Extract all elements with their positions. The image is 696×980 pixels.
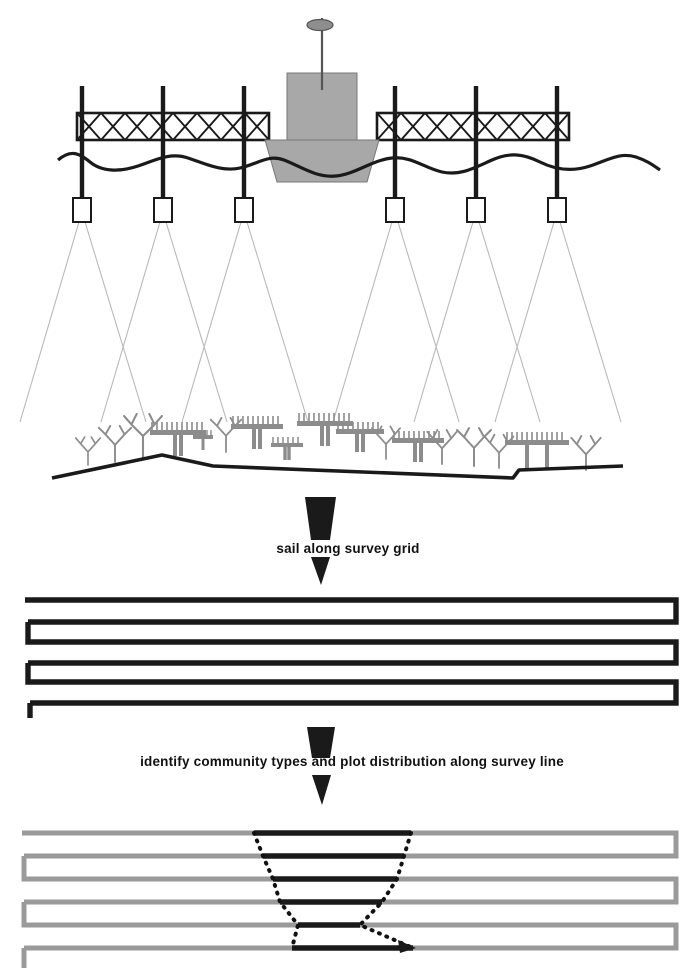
branching-coral xyxy=(209,416,243,453)
acoustic-beam-cone-2 xyxy=(100,221,228,423)
down-arrow-2-head xyxy=(307,727,335,758)
community-boundary-dotted xyxy=(252,831,415,950)
transducer-box-4 xyxy=(385,197,405,223)
survey-track-line-1 xyxy=(25,597,679,625)
branching-coral xyxy=(74,436,102,466)
step-1-caption: sail along survey grid xyxy=(276,541,419,556)
community-track-line-1 xyxy=(22,830,679,859)
step-2-group: identify community types and plot distri… xyxy=(140,727,564,805)
survey-grid-panel xyxy=(25,597,679,718)
survey-track-line-3 xyxy=(25,663,679,706)
water-surface-line xyxy=(56,151,661,178)
branching-coral xyxy=(97,424,133,463)
transducer-box-group xyxy=(72,197,567,223)
branching-coral-group xyxy=(74,412,602,471)
coral-community-group xyxy=(51,412,624,480)
table-coral xyxy=(231,416,283,449)
table-coral xyxy=(336,422,384,452)
branching-coral xyxy=(456,427,492,467)
branching-coral xyxy=(123,412,163,459)
transducer-box-6 xyxy=(547,197,567,223)
step-2-caption: identify community types and plot distri… xyxy=(140,754,564,769)
transducer-box-3 xyxy=(234,197,254,223)
starboard-boom-lattice xyxy=(376,112,570,141)
table-coral xyxy=(271,437,303,460)
down-arrow-1-tail xyxy=(311,557,330,585)
community-track-line-3 xyxy=(21,902,679,951)
down-arrow-2-tail xyxy=(312,775,331,805)
port-transducer-boom xyxy=(75,111,271,142)
vessel-and-seafloor-panel xyxy=(19,18,661,480)
community-boundary-arrowhead xyxy=(398,940,416,953)
transducer-box-1 xyxy=(72,197,92,223)
acoustic-beam-group xyxy=(19,221,622,423)
transducer-box-2 xyxy=(153,197,173,223)
branching-coral xyxy=(426,429,458,465)
transducer-box-5 xyxy=(466,197,486,223)
acoustic-beam-cone-4 xyxy=(332,221,460,423)
starboard-transducer-boom xyxy=(375,111,571,142)
community-distribution-panel xyxy=(21,830,679,968)
survey-track-line-2 xyxy=(25,622,679,666)
step-1-group: sail along survey grid xyxy=(276,497,419,585)
community-track-line-2 xyxy=(21,856,679,905)
table-coral xyxy=(297,413,353,446)
branching-coral xyxy=(483,433,515,469)
down-arrow-1-head xyxy=(305,497,336,540)
table-coral xyxy=(505,432,569,468)
survey-vessel xyxy=(264,18,380,183)
port-boom-lattice xyxy=(76,112,270,141)
table-coral-group xyxy=(150,413,569,468)
transducer-pole-group xyxy=(79,86,560,198)
branching-coral xyxy=(570,435,602,471)
acoustic-beam-cone-1 xyxy=(19,221,147,423)
table-coral xyxy=(150,422,206,456)
acoustic-beam-cone-3 xyxy=(181,221,309,423)
table-coral xyxy=(193,430,213,450)
table-coral xyxy=(392,431,444,462)
community-boundary-right xyxy=(356,831,415,950)
acoustic-beam-cone-6 xyxy=(494,221,622,423)
community-segment-group xyxy=(254,830,413,951)
seafloor-profile xyxy=(51,453,624,480)
radar-antenna-icon xyxy=(306,18,334,32)
community-boundary-left xyxy=(252,831,301,950)
acoustic-beam-cone-5 xyxy=(413,221,541,423)
